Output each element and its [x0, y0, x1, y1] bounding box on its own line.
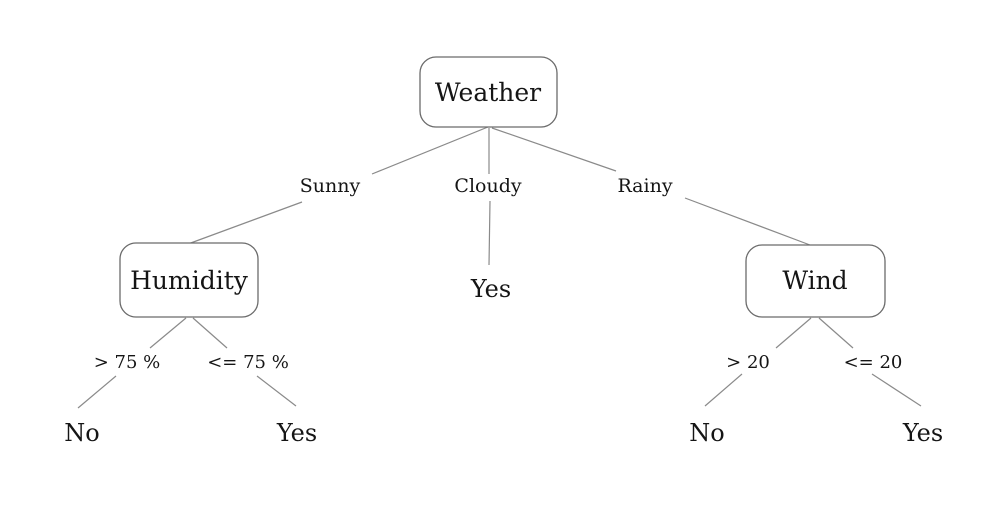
node-weather-box: [419, 56, 558, 128]
node-wind-label: Wind: [782, 266, 847, 295]
edge-wind-to-le20: [818, 317, 854, 349]
edge-cloudy-to-yes: [488, 200, 491, 266]
node-humidity: Humidity: [119, 242, 259, 318]
leaf-cloudy-yes: Yes: [470, 275, 511, 303]
edge-wind-to-gt20: [775, 317, 812, 349]
leaf-wind-yes: Yes: [902, 419, 943, 447]
node-weather: Weather: [419, 56, 558, 128]
edge-humidity-to-le75: [192, 317, 228, 349]
edge-humidity-to-gt75: [149, 317, 187, 349]
edge-label-wind-gt20: > 20: [726, 352, 770, 373]
edge-gt75-to-no: [77, 375, 117, 409]
edge-label-sunny: Sunny: [300, 175, 361, 197]
edge-rainy-to-wind: [684, 197, 811, 246]
edge-label-humidity-le75: <= 75 %: [207, 352, 289, 373]
leaf-wind-no: No: [689, 419, 724, 447]
edge-label-wind-le20: <= 20: [844, 352, 903, 373]
leaf-humidity-no: No: [64, 419, 99, 447]
edge-le75-to-yes: [256, 375, 297, 407]
edge-le20-to-yes: [871, 373, 922, 407]
edge-label-humidity-gt75: > 75 %: [94, 352, 161, 373]
edge-sunny-to-humidity: [187, 201, 303, 245]
edge-label-cloudy: Cloudy: [454, 175, 521, 197]
edge-gt20-to-no: [704, 373, 743, 407]
node-humidity-label: Humidity: [130, 266, 249, 295]
leaf-humidity-yes: Yes: [276, 419, 317, 447]
node-weather-label: Weather: [435, 78, 541, 107]
node-wind-box: [745, 244, 886, 318]
edge-label-rainy: Rainy: [617, 175, 672, 197]
node-humidity-box: [119, 242, 259, 318]
edges: [77, 126, 922, 409]
edge-weather-to-sunny: [371, 126, 489, 175]
edge-weather-to-rainy: [491, 127, 617, 172]
node-wind: Wind: [745, 244, 886, 318]
